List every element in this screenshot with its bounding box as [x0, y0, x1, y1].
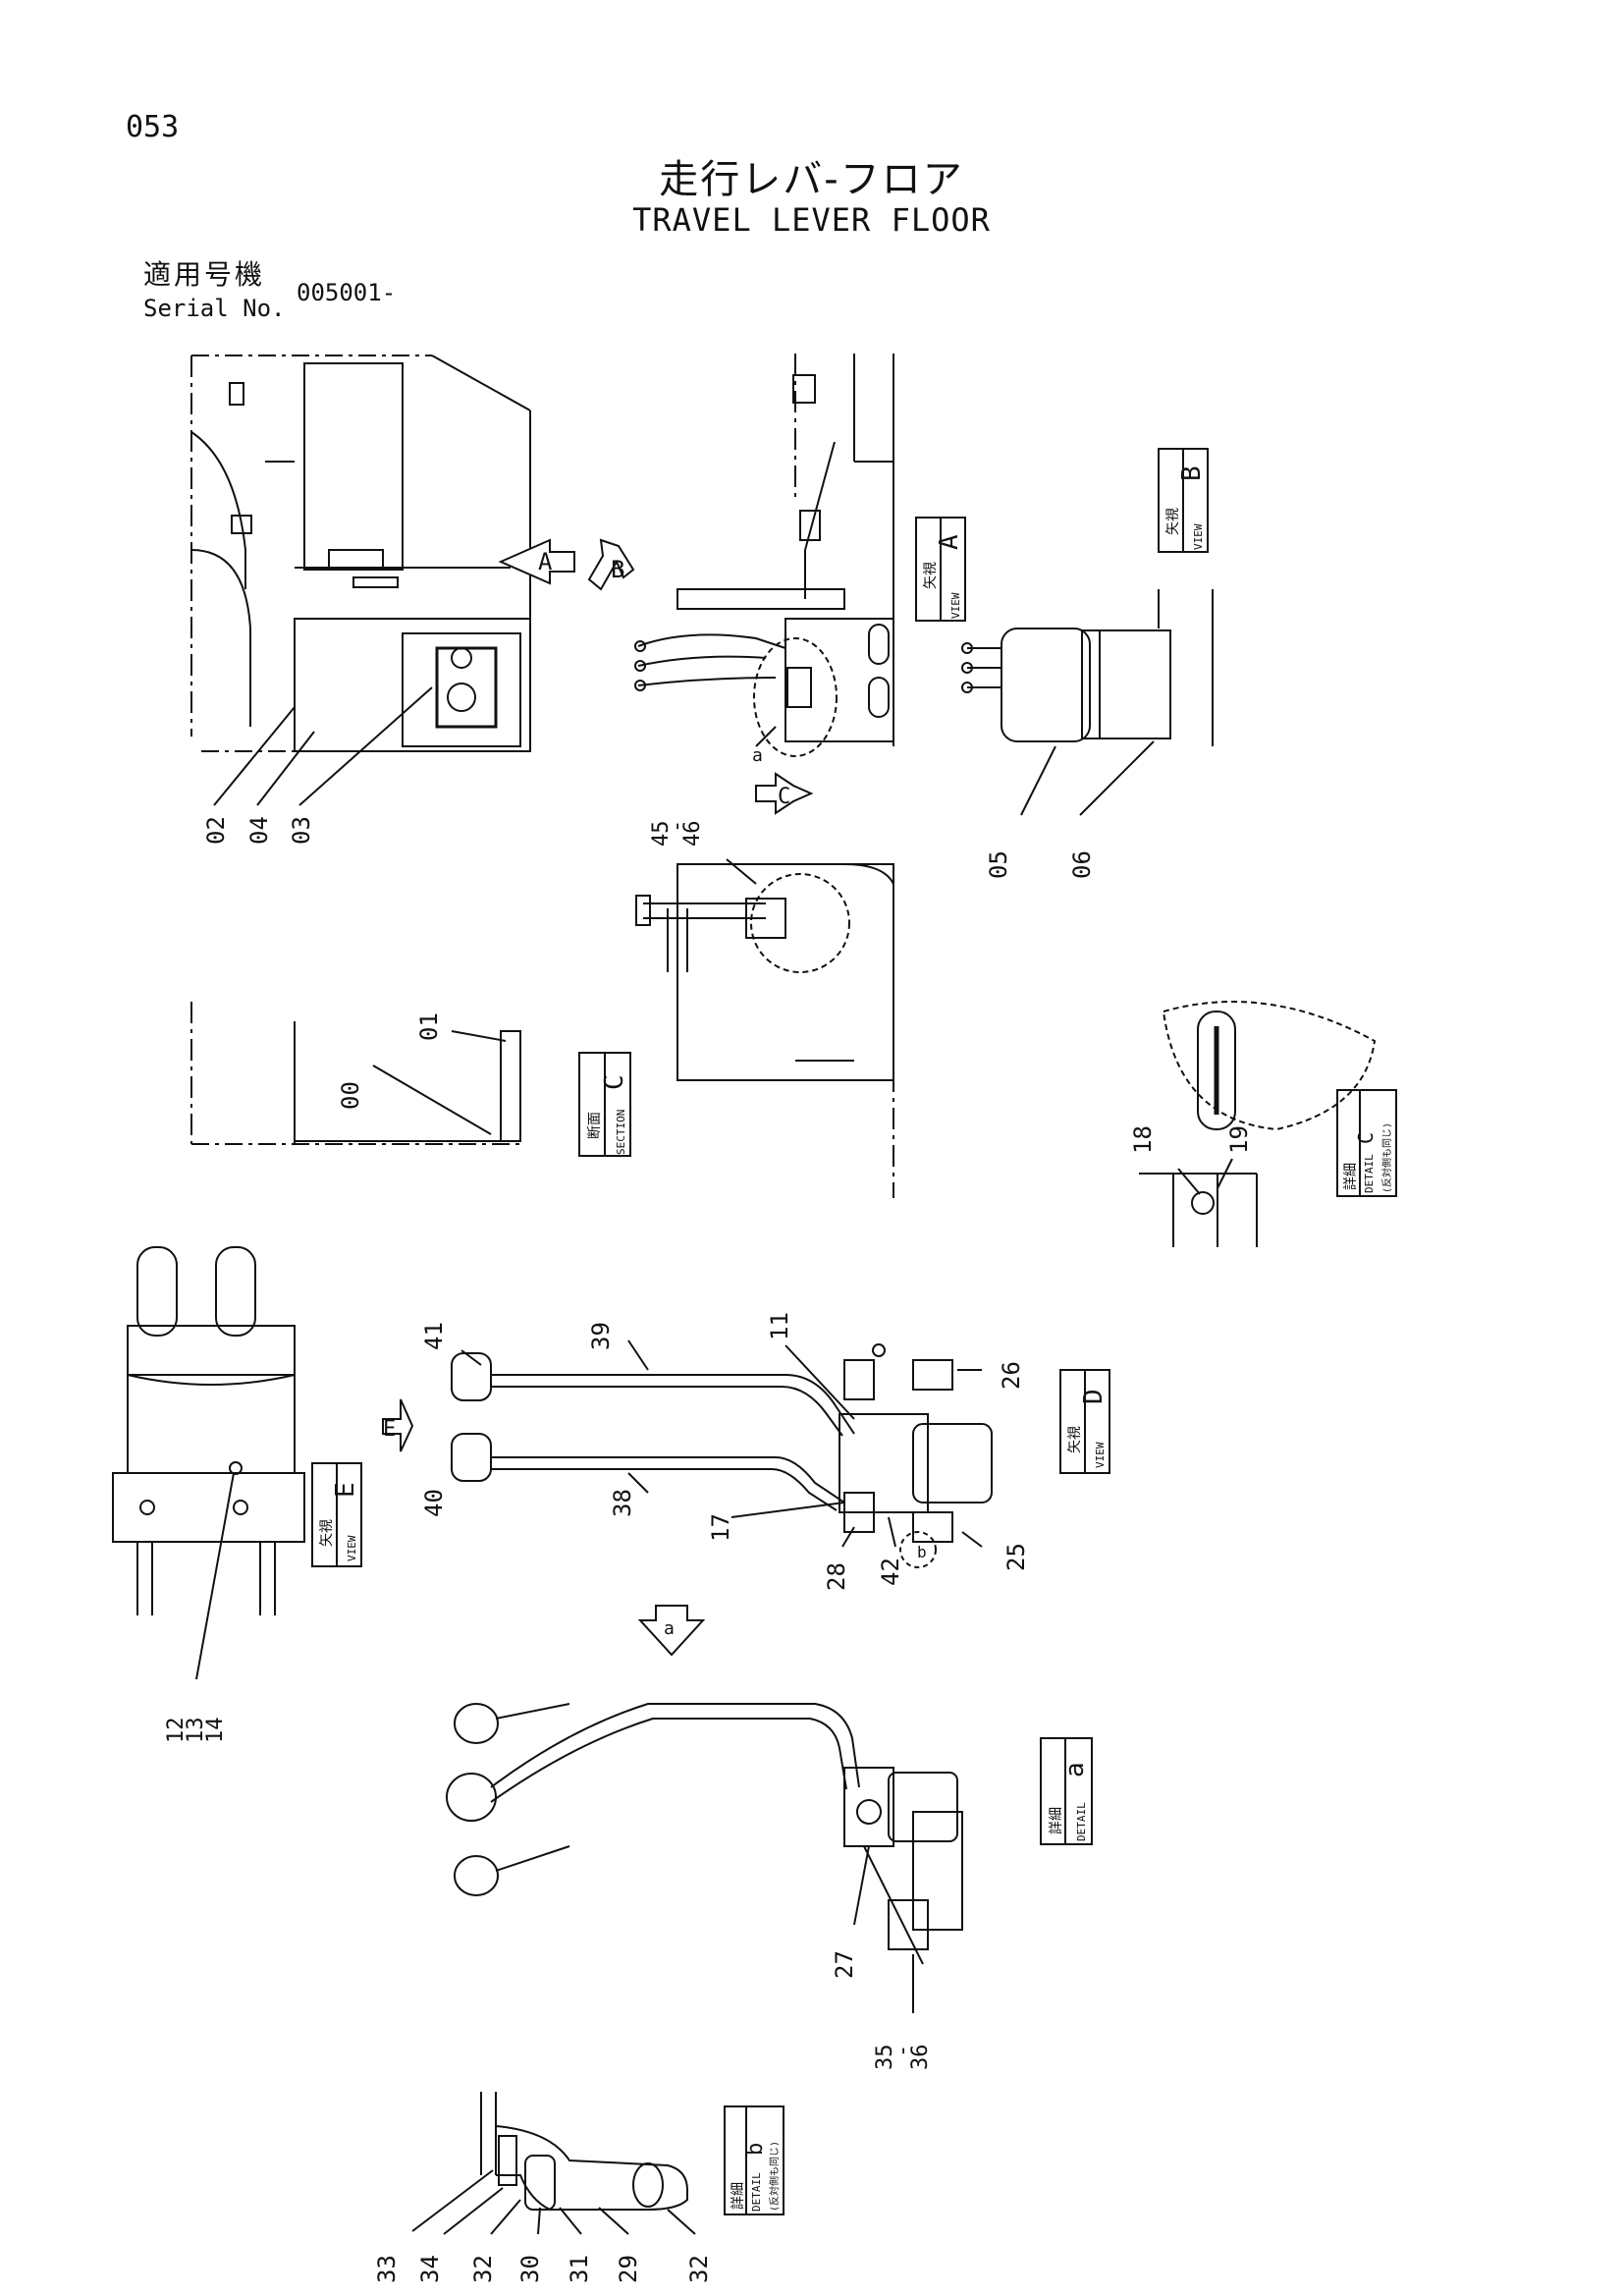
arrow-c [755, 772, 814, 815]
detail-c-jp: 詳細 [1343, 1163, 1359, 1190]
view-e-letter: E [331, 1482, 360, 1498]
callout-18: 18 [1129, 1125, 1157, 1154]
detail-b-jp: 詳細 [730, 2182, 746, 2210]
callout-19: 19 [1225, 1125, 1253, 1154]
detail-c-drawing [1139, 1001, 1377, 1247]
serial-label-jp: 適用号機 [143, 258, 266, 291]
callout-27: 27 [831, 1950, 858, 1979]
view-b-jp: 矢視 [1165, 508, 1181, 535]
view-b-letter: B [1177, 465, 1207, 481]
callout-36: 36 [908, 2045, 933, 2071]
callout-33: 33 [373, 2255, 401, 2283]
detail-b-note: (反対側も同じ) [768, 2141, 781, 2212]
callout-34: 34 [416, 2255, 444, 2283]
serial-label-en: Serial No. [143, 295, 286, 322]
callout-40: 40 [420, 1489, 448, 1517]
page-number: 053 [126, 110, 180, 144]
section-c-letter: C [600, 1074, 629, 1090]
callout-dash-35-36: - [891, 2045, 915, 2057]
callout-11: 11 [766, 1312, 793, 1340]
callout-06: 06 [1068, 850, 1096, 879]
detail-b-en: DETAIL [750, 2172, 763, 2212]
detail-a-drawing [446, 1703, 963, 2013]
serial-value: 005001- [297, 279, 397, 306]
arrow-down-a [637, 1605, 706, 1657]
callout-32-a: 32 [469, 2255, 497, 2283]
view-b-drawing [961, 589, 1214, 816]
callout-28: 28 [823, 1562, 850, 1591]
callout-39: 39 [587, 1322, 615, 1350]
arrow-c-label: C [778, 785, 790, 809]
section-c-jp: 断面 [587, 1112, 603, 1139]
callout-05: 05 [985, 850, 1012, 879]
arrow-e [382, 1398, 414, 1452]
arrow-a [498, 538, 575, 585]
view-d-drawing [451, 1339, 993, 1568]
callout-29: 29 [615, 2255, 642, 2283]
arrow-b [587, 538, 635, 591]
view-d-jp: 矢視 [1067, 1426, 1083, 1453]
callout-42: 42 [877, 1558, 904, 1586]
callout-32-b: 32 [685, 2255, 713, 2283]
callout-35: 35 [873, 2045, 897, 2071]
callout-04: 04 [245, 816, 273, 845]
detail-c-en: DETAIL [1363, 1154, 1376, 1193]
callout-31: 31 [566, 2255, 593, 2283]
detail-b-marker: b [917, 1543, 927, 1561]
view-a-jp: 矢視 [923, 562, 939, 589]
view-a-letter: A [935, 534, 964, 550]
callout-45: 45 [649, 821, 674, 847]
callout-30: 30 [516, 2255, 544, 2283]
page-title-jp: 走行レバ-フロア [659, 157, 964, 202]
view-a-drawing [634, 354, 894, 757]
view-b-tag [1158, 448, 1209, 553]
view-d-letter: D [1079, 1389, 1109, 1404]
callout-41: 41 [420, 1322, 448, 1350]
callout-02: 02 [202, 816, 230, 845]
view-e-en: VIEW [346, 1535, 358, 1561]
section-c-tag [578, 1052, 631, 1157]
callout-13: 13 [184, 1718, 208, 1744]
detail-a-marker: a [752, 745, 763, 766]
detail-a-tag [1040, 1737, 1093, 1845]
view-d-tag [1059, 1369, 1110, 1474]
callout-46: 46 [680, 821, 705, 847]
callout-14: 14 [203, 1718, 228, 1744]
callout-12: 12 [164, 1718, 189, 1744]
detail-a-en: DETAIL [1075, 1802, 1088, 1841]
callout-dash-45-46: - [665, 820, 689, 833]
detail-b-tag [724, 2105, 784, 2215]
callout-25: 25 [1002, 1543, 1030, 1571]
callout-00: 00 [337, 1081, 364, 1110]
detail-c-note: (反対側も同じ) [1380, 1122, 1393, 1193]
view-a-en: VIEW [949, 592, 962, 619]
view-a-tag [915, 517, 966, 622]
arrow-e-label: E [383, 1417, 396, 1442]
section-c-en: SECTION [615, 1110, 627, 1155]
view-e-tag [311, 1462, 362, 1567]
arrow-a-label: A [538, 548, 553, 575]
view-e-jp: 矢視 [319, 1519, 335, 1547]
page-title-en: TRAVEL LEVER FLOOR [632, 201, 991, 239]
view-b-en: VIEW [1192, 523, 1205, 550]
detail-a-letter: a [1060, 1762, 1090, 1777]
view-e-drawing [112, 1246, 305, 1680]
detail-b-letter: b [743, 2143, 768, 2156]
detail-a-jp: 詳細 [1049, 1807, 1064, 1834]
floor-plan-view [190, 355, 531, 806]
lever-side-view [635, 858, 894, 1198]
callout-03: 03 [288, 816, 315, 845]
callout-17: 17 [707, 1513, 734, 1542]
view-d-en: VIEW [1094, 1442, 1107, 1468]
detail-c-letter: C [1354, 1132, 1378, 1144]
detail-b-drawing [411, 2092, 696, 2235]
callout-26: 26 [998, 1361, 1025, 1390]
callout-38: 38 [609, 1489, 636, 1517]
section-c-drawing [190, 1002, 521, 1145]
callout-01: 01 [415, 1012, 443, 1041]
arrow-b-label: B [611, 556, 624, 583]
detail-c-tag [1336, 1089, 1397, 1197]
arrow-down-a-label: a [664, 1618, 675, 1639]
